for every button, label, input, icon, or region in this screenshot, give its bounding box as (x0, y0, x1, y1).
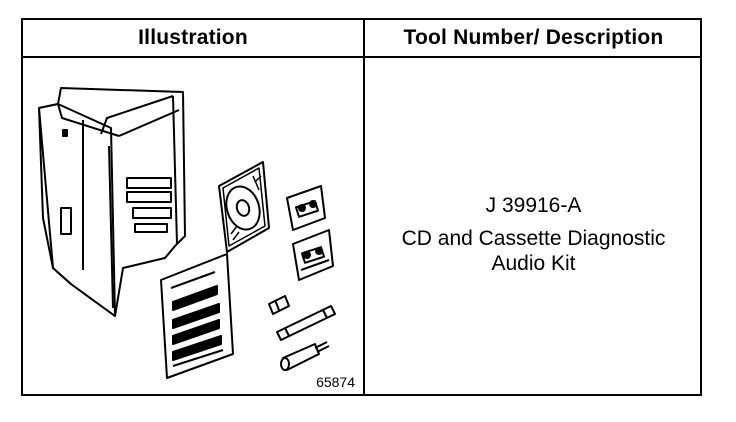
column-divider (363, 20, 365, 394)
figure-number: 65874 (316, 374, 355, 390)
tool-table: Illustration Tool Number/ Description (21, 18, 702, 396)
tool-number: J 39916-A (485, 194, 582, 217)
audio-kit-illustration (38, 87, 336, 379)
table-header-row: Illustration Tool Number/ Description (23, 20, 700, 58)
probe-rod-icon (276, 305, 336, 341)
illustration-header: Illustration (138, 26, 248, 49)
cassette-icon (286, 185, 326, 231)
description-cell: J 39916-A CD and Cassette Diagnostic Aud… (365, 58, 702, 394)
instruction-sheet-icon (160, 253, 234, 379)
cd-disc-icon (218, 161, 270, 253)
plug-icon (268, 295, 290, 315)
tool-description-line-1: CD and Cassette Diagnostic (401, 227, 666, 250)
tool-description-header: Tool Number/ Description (403, 26, 664, 49)
illustration-cell: 65874 (23, 58, 363, 394)
cassette-adapter-icon (292, 229, 334, 281)
test-lead-icon (280, 341, 330, 371)
carrying-case-icon (38, 87, 186, 317)
tool-description: CD and Cassette Diagnostic Audio Kit (365, 226, 702, 276)
tool-description-line-2: Audio Kit (491, 252, 576, 275)
